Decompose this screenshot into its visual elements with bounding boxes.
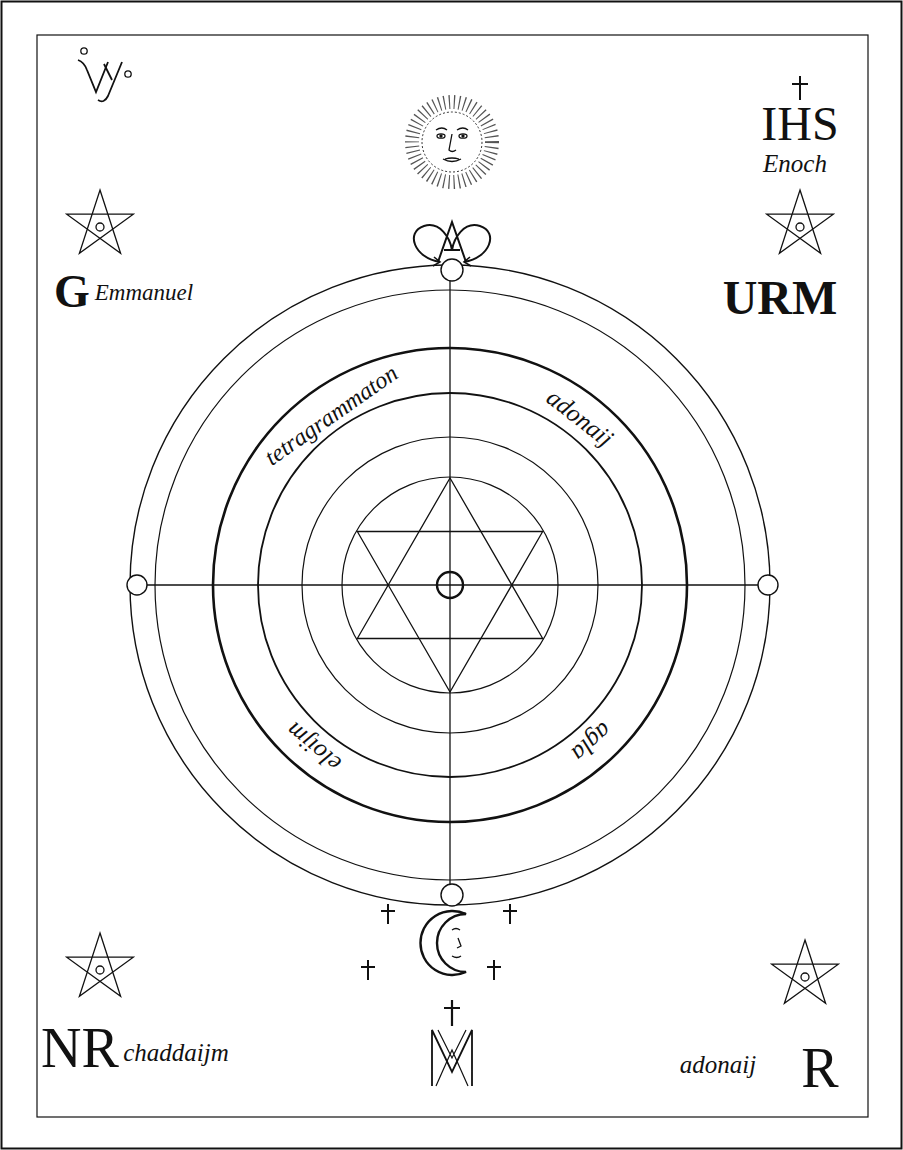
sigil-dot — [81, 48, 87, 54]
cardinal-dot — [758, 575, 778, 595]
triangle — [357, 532, 542, 693]
star-dot — [96, 223, 104, 231]
monogram-bottom — [432, 1000, 472, 1086]
sun-eye — [437, 134, 445, 138]
sigil-y — [98, 62, 122, 101]
sun-disc — [422, 112, 482, 172]
axis-line — [449, 270, 450, 895]
axis-line — [137, 584, 768, 585]
pentagram — [67, 933, 134, 996]
cross — [792, 76, 808, 100]
moon-profile — [452, 938, 461, 958]
moon-eye — [452, 929, 460, 931]
sigil-letter: R — [801, 1040, 838, 1096]
pentagram — [772, 940, 839, 1003]
sigil-letters: URM — [723, 274, 838, 322]
sun-nose — [449, 134, 456, 152]
monogram-m — [432, 1030, 472, 1086]
ring — [130, 265, 770, 905]
inner-border — [37, 35, 868, 1117]
cardinal-dot — [441, 884, 463, 906]
pentagram — [767, 190, 834, 253]
loop-monogram — [414, 225, 490, 262]
divine-name: adonaij — [680, 1052, 756, 1077]
star — [67, 190, 134, 253]
monogram-strokes — [436, 1030, 468, 1086]
center-circle — [437, 572, 463, 598]
sun-brows — [436, 128, 468, 130]
cross — [503, 904, 517, 924]
monogram-a — [438, 222, 466, 262]
divine-name: Enoch — [763, 151, 827, 176]
star — [772, 940, 839, 1003]
ihs-cross — [792, 76, 808, 100]
initial-letter: G — [54, 269, 90, 315]
ring-name: adonaij — [543, 385, 619, 452]
cross — [381, 904, 395, 924]
divine-name: chaddaijm — [123, 1040, 229, 1065]
cardinal-dot — [127, 575, 147, 595]
monogram-arrows — [433, 257, 471, 266]
star — [67, 933, 134, 996]
sun-rays — [412, 102, 492, 182]
sigil — [78, 48, 131, 102]
monogram-top — [414, 222, 490, 266]
monogram-text: IHS — [761, 100, 838, 148]
sun-eye — [459, 134, 467, 138]
cardinal-dot — [441, 259, 463, 281]
hexagram — [357, 478, 542, 692]
sun-pupil — [440, 135, 442, 137]
crescent — [420, 911, 466, 975]
small-crosses — [361, 904, 517, 980]
sun-face — [412, 102, 492, 182]
star-dot — [801, 973, 809, 981]
concentric-rings — [130, 265, 770, 905]
cross — [361, 960, 375, 980]
sun-mouth — [443, 158, 461, 162]
star-dot — [96, 966, 104, 974]
sigil-dot — [125, 71, 131, 77]
divine-name: Emmanuel — [95, 281, 193, 304]
star — [767, 190, 834, 253]
cross — [444, 1000, 460, 1026]
cross — [487, 960, 501, 980]
cardinal-dots — [127, 259, 778, 906]
sigil-letters: NR — [41, 1020, 119, 1076]
pentagram — [67, 190, 134, 253]
sun-pupil — [462, 135, 464, 137]
ring-name: eloijm — [282, 718, 346, 777]
moon-face — [420, 911, 466, 975]
triangle — [357, 478, 542, 639]
star-dot — [796, 223, 804, 231]
pentagrams — [67, 190, 839, 1003]
